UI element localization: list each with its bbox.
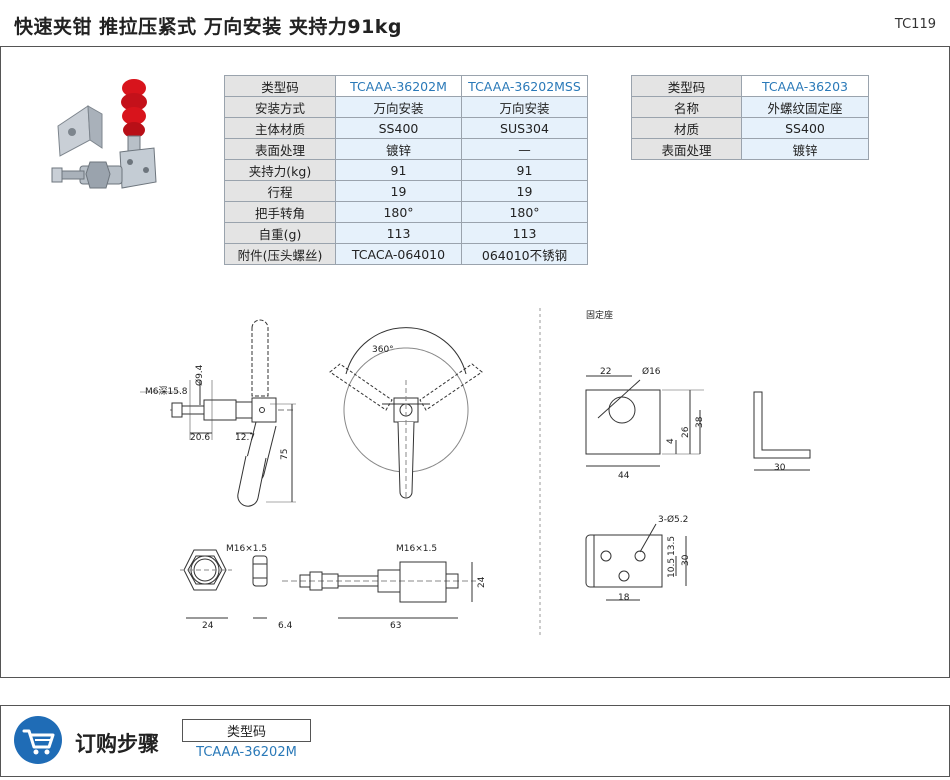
table-cell: 表面处理: [631, 138, 742, 160]
page-code: TC119: [894, 17, 936, 32]
table-cell: 镀锌: [741, 138, 869, 160]
table-cell: 113: [461, 222, 588, 244]
dim-label: 38: [695, 416, 705, 428]
dim-label: Ø9.4: [194, 364, 205, 386]
dim-label: 75: [280, 449, 290, 460]
table-cell: TCAAA-36202MSS: [461, 75, 588, 97]
dim-label: 24: [202, 621, 214, 631]
table-row: 行程 19 19: [224, 180, 588, 202]
table-cell: TCAAA-36203: [741, 75, 869, 97]
dim-label: 10.5: [667, 558, 677, 578]
rotation-view: [329, 327, 483, 500]
dim-label: 13.5: [667, 536, 677, 556]
dim-label: 20.6: [190, 433, 210, 443]
table-row: 表面处理 镀锌: [631, 138, 869, 160]
nut-view: [180, 549, 268, 619]
dim-label: 24: [477, 576, 487, 588]
order-table: 类型码 TCAAA-36202M: [182, 719, 311, 764]
base-profile-view: [753, 391, 811, 471]
table-cell: 064010不锈钢: [461, 243, 588, 265]
base-label: 固定座: [586, 309, 613, 321]
base-hole-view: [585, 523, 687, 601]
dim-label: 18: [618, 593, 630, 603]
table-cell: 180°: [335, 201, 462, 223]
order-code: TCAAA-36202M: [196, 745, 297, 761]
table-cell: 19: [335, 180, 462, 202]
table-cell: SS400: [335, 117, 462, 139]
table-cell: —: [461, 138, 588, 160]
dim-label: 360°: [372, 345, 394, 355]
table-cell: 安装方式: [224, 96, 336, 118]
table-row: 表面处理 镀锌 —: [224, 138, 588, 160]
table-row: 材质 SS400: [631, 117, 869, 139]
table-cell: 91: [335, 159, 462, 181]
table-row: 类型码 TCAAA-36203: [631, 75, 869, 97]
table-row: 自重(g) 113 113: [224, 222, 588, 244]
dim-label: 30: [681, 554, 691, 566]
order-title: 订购步骤: [75, 732, 159, 756]
table-cell: 附件(压头螺丝): [224, 243, 336, 265]
table-cell: 19: [461, 180, 588, 202]
cart-icon: [14, 716, 62, 764]
table-cell: 类型码: [224, 75, 336, 97]
table-row: 主体材质 SS400 SUS304: [224, 117, 588, 139]
spec-table: 类型码 TCAAA-36202M TCAAA-36202MSS 安装方式 万向安…: [224, 75, 588, 265]
dim-label: 12.7: [235, 433, 255, 443]
table-cell: 行程: [224, 180, 336, 202]
table-cell: 外螺纹固定座: [741, 96, 869, 118]
table-cell: 万向安装: [461, 96, 588, 118]
product-photo: [51, 79, 157, 189]
dim-label: 44: [618, 471, 630, 481]
dim-label: Ø16: [642, 366, 661, 377]
table-cell: 镀锌: [335, 138, 462, 160]
dim-label: M6深15.8: [145, 386, 188, 397]
table-cell: 91: [461, 159, 588, 181]
table-cell: 夹持力(kg): [224, 159, 336, 181]
technical-drawing: M6深15.8 Ø9.4 20.6 12.7 75 360° M16×1.5 M…: [140, 308, 811, 635]
table-cell: 把手转角: [224, 201, 336, 223]
dim-label: 4: [666, 438, 676, 444]
table-cell: 主体材质: [224, 117, 336, 139]
table-cell: 万向安装: [335, 96, 462, 118]
dim-label: 22: [600, 367, 611, 377]
table-cell: 自重(g): [224, 222, 336, 244]
table-cell: 180°: [461, 201, 588, 223]
dim-label: M16×1.5: [396, 544, 437, 554]
table-cell: 类型码: [631, 75, 742, 97]
table-cell: 113: [335, 222, 462, 244]
table-cell: TCAAA-36202M: [335, 75, 462, 97]
dim-label: 6.4: [278, 621, 293, 631]
table-row: 类型码: [182, 719, 311, 742]
table-cell: 名称: [631, 96, 742, 118]
barrel-view: [282, 561, 476, 619]
table-row: 夹持力(kg) 91 91: [224, 159, 588, 181]
order-label: 类型码: [182, 719, 311, 742]
page-title: 快速夹钳 推拉压紧式 万向安装 夹持力91kg: [14, 16, 403, 38]
table-row: 类型码 TCAAA-36202M TCAAA-36202MSS: [224, 75, 588, 97]
side-view: [140, 319, 296, 507]
table-row: 把手转角 180° 180°: [224, 201, 588, 223]
table-row: 名称 外螺纹固定座: [631, 96, 869, 118]
table-row: 附件(压头螺丝) TCACA-064010 064010不锈钢: [224, 243, 588, 265]
base-front-view: [585, 375, 704, 467]
dim-label: M16×1.5: [226, 544, 267, 554]
dim-label: 26: [681, 426, 691, 438]
table-row: TCAAA-36202M: [183, 742, 311, 764]
table-cell: TCACA-064010: [335, 243, 462, 265]
dim-label: 63: [390, 621, 401, 631]
table-cell: SS400: [741, 117, 869, 139]
dim-label: 30: [774, 463, 786, 473]
dim-label: 3-Ø5.2: [658, 514, 688, 525]
table-cell: 表面处理: [224, 138, 336, 160]
table-cell: 材质: [631, 117, 742, 139]
base-table: 类型码 TCAAA-36203 名称 外螺纹固定座 材质 SS400 表面处理 …: [631, 75, 869, 160]
table-row: 安装方式 万向安装 万向安装: [224, 96, 588, 118]
table-cell: SUS304: [461, 117, 588, 139]
